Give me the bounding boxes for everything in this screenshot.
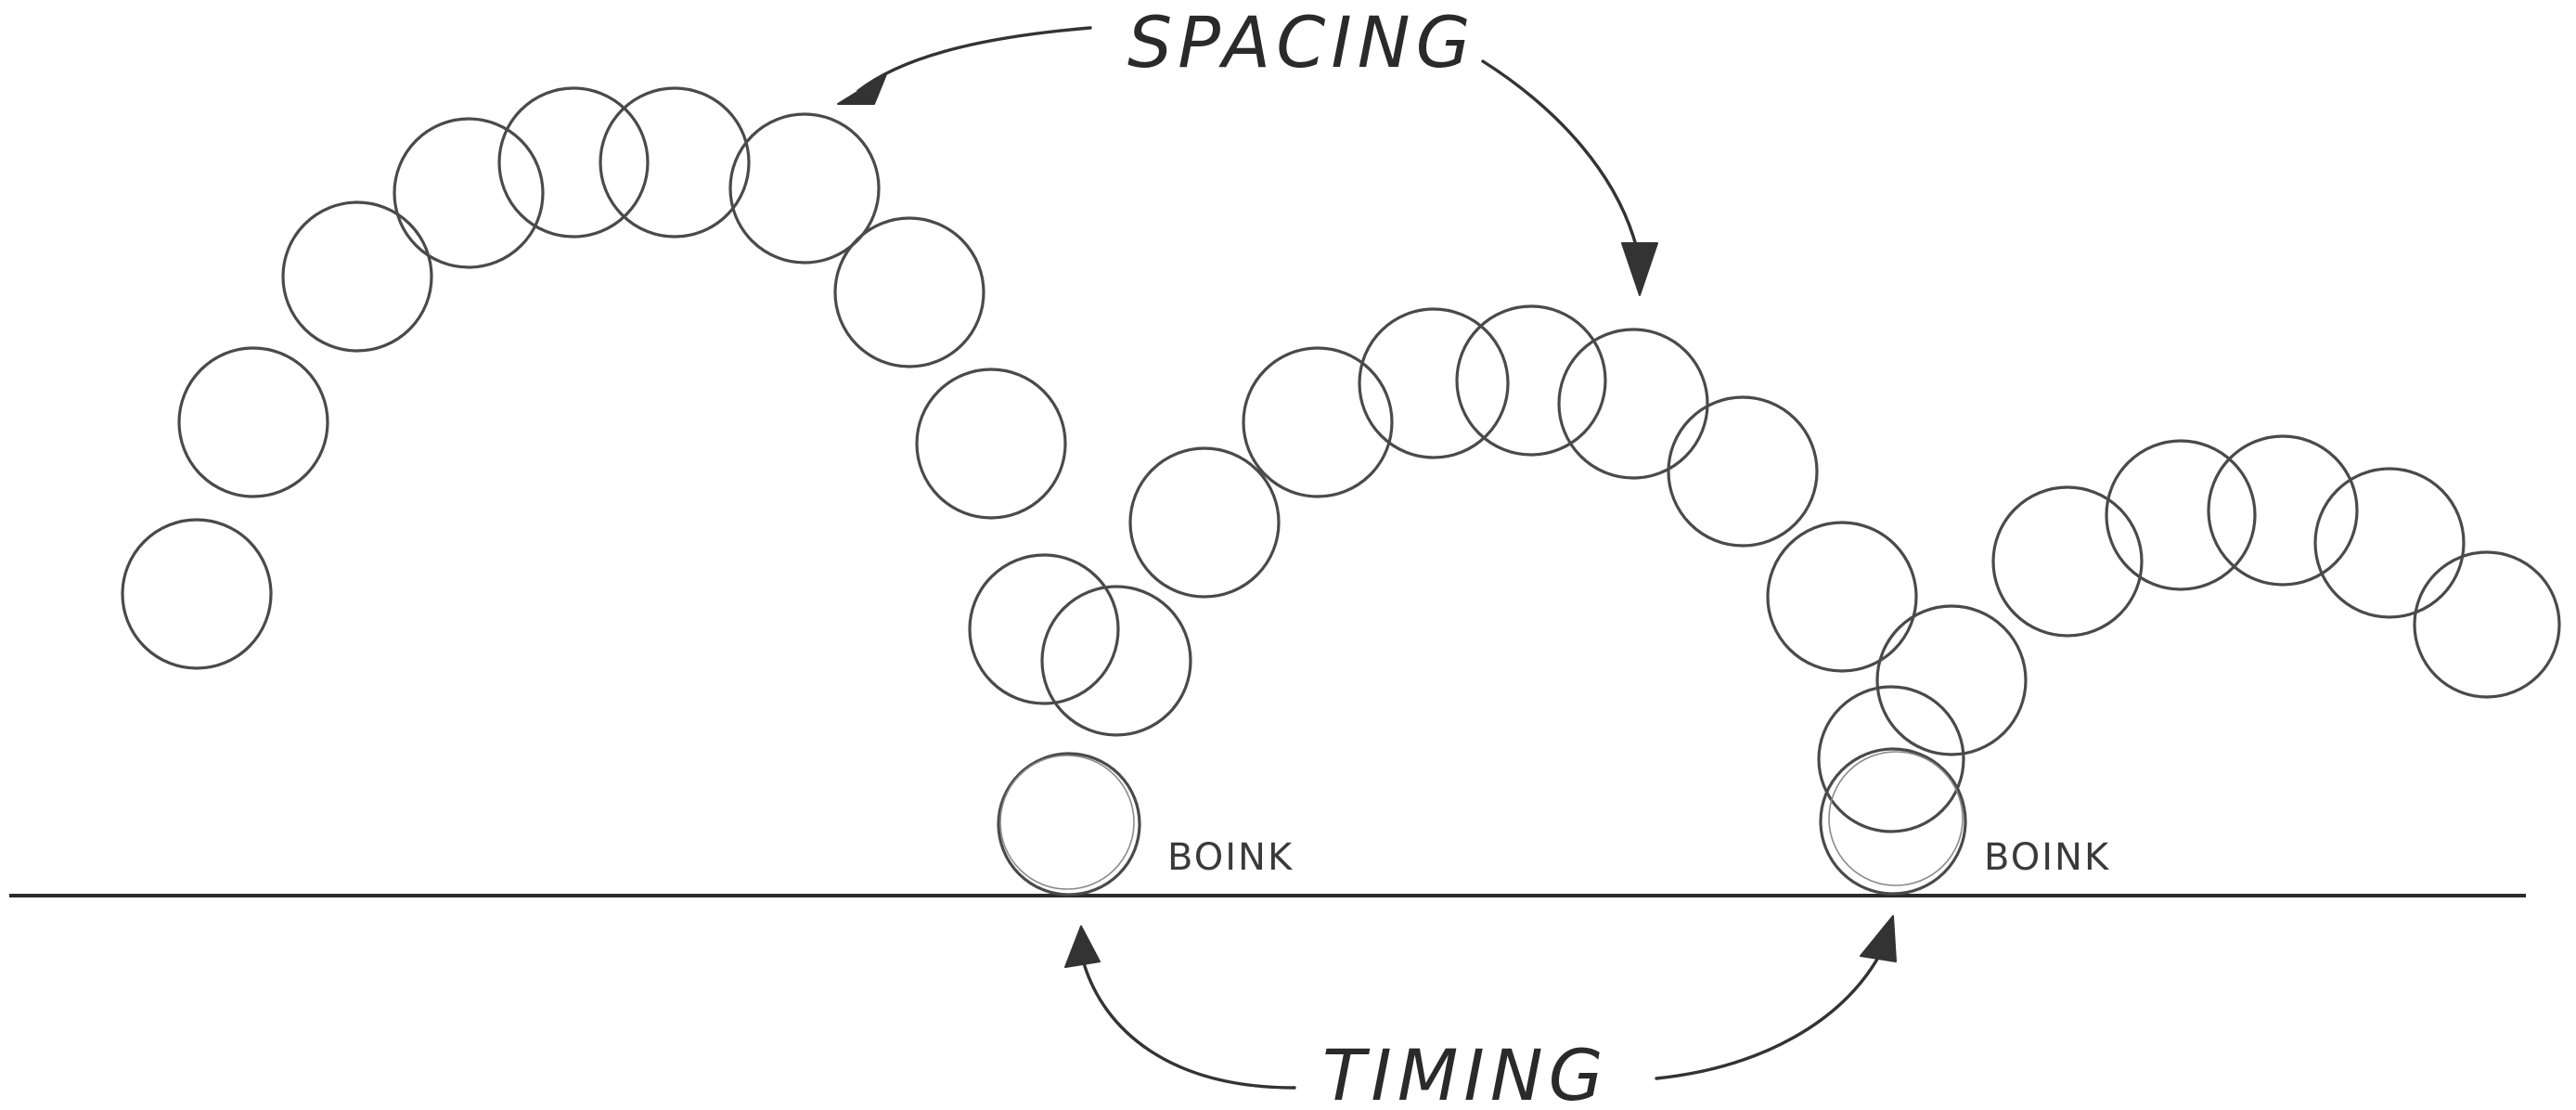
- ball-position: [177, 346, 329, 498]
- ball-position: [121, 518, 273, 670]
- ball-position: [2207, 434, 2359, 587]
- ball-position: [1875, 604, 2028, 756]
- bounce-arc-2: [1128, 304, 2028, 896]
- timing-label: TIMING: [1322, 1034, 1609, 1110]
- ball-position: [1128, 446, 1281, 599]
- ball-position: [1991, 485, 2144, 638]
- spacing-arrow-left: [857, 26, 1092, 93]
- bounce-arc-3: [1991, 434, 2561, 699]
- ball-position: [2313, 467, 2466, 619]
- spacing-arrow-right: [1481, 59, 1640, 254]
- ball-position: [497, 86, 650, 239]
- impact-label-2: BOINK: [1984, 836, 2110, 879]
- ball-position: [1455, 304, 1607, 457]
- ball-position: [2105, 439, 2257, 591]
- ball-position: [968, 553, 1120, 705]
- ball-position: [1242, 346, 1394, 498]
- ball-position: [1766, 521, 1918, 673]
- bounce-arc-1: [121, 86, 1192, 897]
- ball-position: [1817, 685, 1965, 833]
- ball-position: [2413, 550, 2561, 699]
- ball-position: [1667, 395, 1819, 548]
- timing-arrowhead-right: [1860, 915, 1897, 962]
- ball-position: [1358, 307, 1510, 459]
- ball-position: [281, 200, 433, 353]
- ball-sketch: [1828, 751, 1964, 886]
- ball-position: [915, 368, 1067, 520]
- ball-position: [1557, 328, 1709, 480]
- ball-sketch: [999, 755, 1135, 890]
- ball-position: [833, 216, 985, 368]
- ball-contact: [997, 752, 1141, 897]
- ball-position: [599, 86, 751, 239]
- ball-position: [393, 117, 545, 269]
- timing-arrowhead-left: [1064, 925, 1101, 968]
- ball-contact: [1819, 747, 1967, 896]
- spacing-arrowhead-left: [837, 73, 887, 105]
- timing-arrow-right: [1655, 954, 1881, 1080]
- impact-label-1: BOINK: [1167, 836, 1294, 879]
- spacing-arrowhead-right: [1621, 242, 1658, 296]
- ball-position: [728, 112, 881, 265]
- spacing-label: SPACING: [1127, 1, 1476, 84]
- ball-position: [1040, 585, 1192, 737]
- timing-arrow-left: [1082, 962, 1296, 1090]
